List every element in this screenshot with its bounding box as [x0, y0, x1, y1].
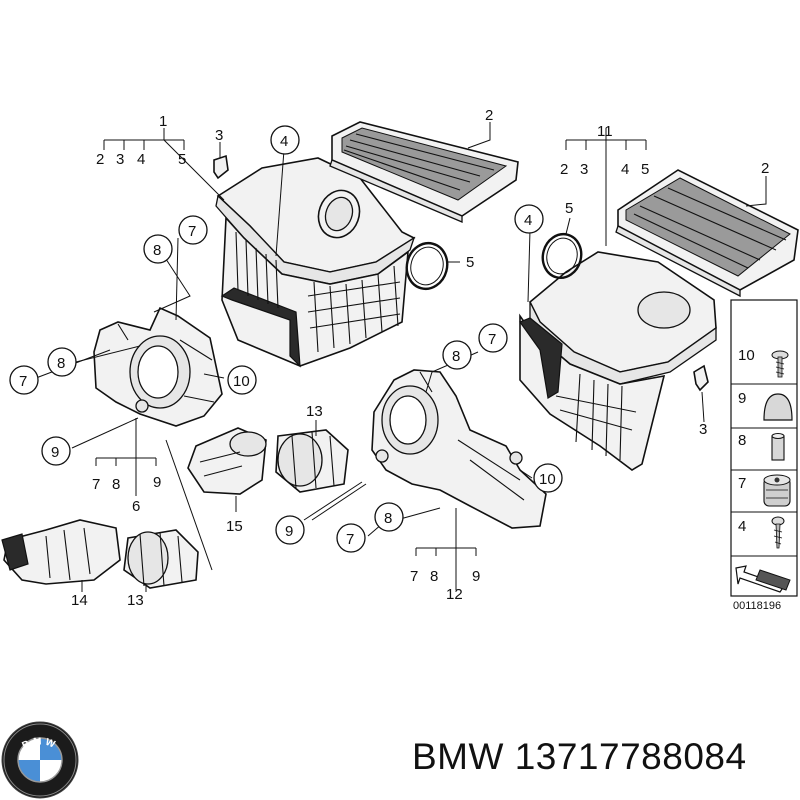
legend-num: 8 [738, 432, 746, 449]
callout-7: 7 [92, 476, 100, 493]
callout-5: 5 [466, 254, 474, 271]
callout-13: 13 [127, 592, 144, 609]
callout-2: 2 [761, 160, 769, 177]
callout-8: 8 [112, 476, 120, 493]
right-seal-ring [541, 232, 583, 280]
callout-4: 4 [137, 151, 145, 168]
callout-8: 8 [430, 568, 438, 585]
left-air-filter-housing [215, 157, 416, 368]
left-seal-ring [405, 241, 449, 291]
callout-7: 7 [188, 223, 196, 240]
callout-9: 9 [285, 523, 293, 540]
rubber-cap-icon [763, 393, 793, 421]
callout-9: 9 [472, 568, 480, 585]
grommet-icon [763, 474, 791, 507]
legend-num: 10 [738, 347, 755, 364]
callout-2: 2 [485, 107, 493, 124]
legend-row-9: 9 [738, 390, 793, 421]
callout-4: 4 [524, 212, 532, 229]
legend-row-8: 8 [738, 432, 785, 461]
callout-8: 8 [452, 348, 460, 365]
right-air-filter-housing [519, 251, 717, 471]
callout-4: 4 [621, 161, 629, 178]
callout-2: 2 [96, 151, 104, 168]
callout-4: 4 [280, 133, 288, 150]
callout-8: 8 [153, 242, 161, 259]
svg-text:BMW: BMW [21, 736, 60, 751]
legend-row-4: 4 [738, 516, 785, 549]
callout-10: 10 [539, 471, 556, 488]
callout-7: 7 [488, 331, 496, 348]
callout-5: 5 [641, 161, 649, 178]
leader-lines [35, 122, 767, 592]
tapping-screw-icon [771, 516, 785, 549]
callout-7: 7 [346, 531, 354, 548]
right-clip [693, 364, 709, 392]
callout-8: 8 [384, 510, 392, 527]
right-air-filter-element [615, 169, 799, 298]
callout-5: 5 [178, 151, 186, 168]
parts-legend: 10 9 8 7 [730, 299, 798, 612]
rubber-sleeve-13-lower [123, 529, 199, 589]
diagram-code: 00118196 [733, 600, 781, 612]
callout-15: 15 [226, 518, 243, 535]
callout-3: 3 [116, 151, 124, 168]
intake-duct-14 [1, 519, 121, 585]
pointer-arrow-icon [735, 565, 791, 593]
left-intake-housing [93, 306, 223, 427]
callout-13: 13 [306, 403, 323, 420]
intake-elbow-15 [187, 427, 267, 495]
callout-7: 7 [410, 568, 418, 585]
callout-5: 5 [565, 200, 573, 217]
callout-12: 12 [446, 586, 463, 603]
right-intake-housing [371, 369, 547, 529]
legend-row-7: 7 [738, 474, 791, 507]
rubber-sleeve-13-upper [275, 429, 349, 493]
legend-num: 9 [738, 390, 746, 407]
callout-11: 11 [597, 123, 613, 140]
callout-6: 6 [132, 498, 140, 515]
callout-9: 9 [51, 444, 59, 461]
callout-labels: 1 2 3 4 5 3 2 4 8 7 5 8 7 10 9 7 8 9 6 1… [9, 107, 769, 609]
left-clip [213, 154, 229, 180]
legend-row-10: 10 [738, 347, 789, 378]
callout-3: 3 [580, 161, 588, 178]
screw-icon [771, 350, 789, 378]
callout-2: 2 [560, 161, 568, 178]
part-caption: BMW 13717788084 [412, 736, 747, 777]
callout-3: 3 [215, 127, 223, 144]
callout-7: 7 [19, 373, 27, 390]
callout-10: 10 [233, 373, 250, 390]
legend-num: 4 [738, 518, 746, 535]
callout-9: 9 [153, 474, 161, 491]
bushing-icon [771, 433, 785, 461]
legend-num: 7 [738, 475, 746, 492]
callout-3: 3 [699, 421, 707, 438]
left-air-filter-element [329, 121, 519, 223]
callout-8: 8 [57, 355, 65, 372]
callout-1: 1 [159, 113, 167, 130]
bmw-logo: BMW [1, 721, 79, 799]
callout-14: 14 [71, 592, 88, 609]
